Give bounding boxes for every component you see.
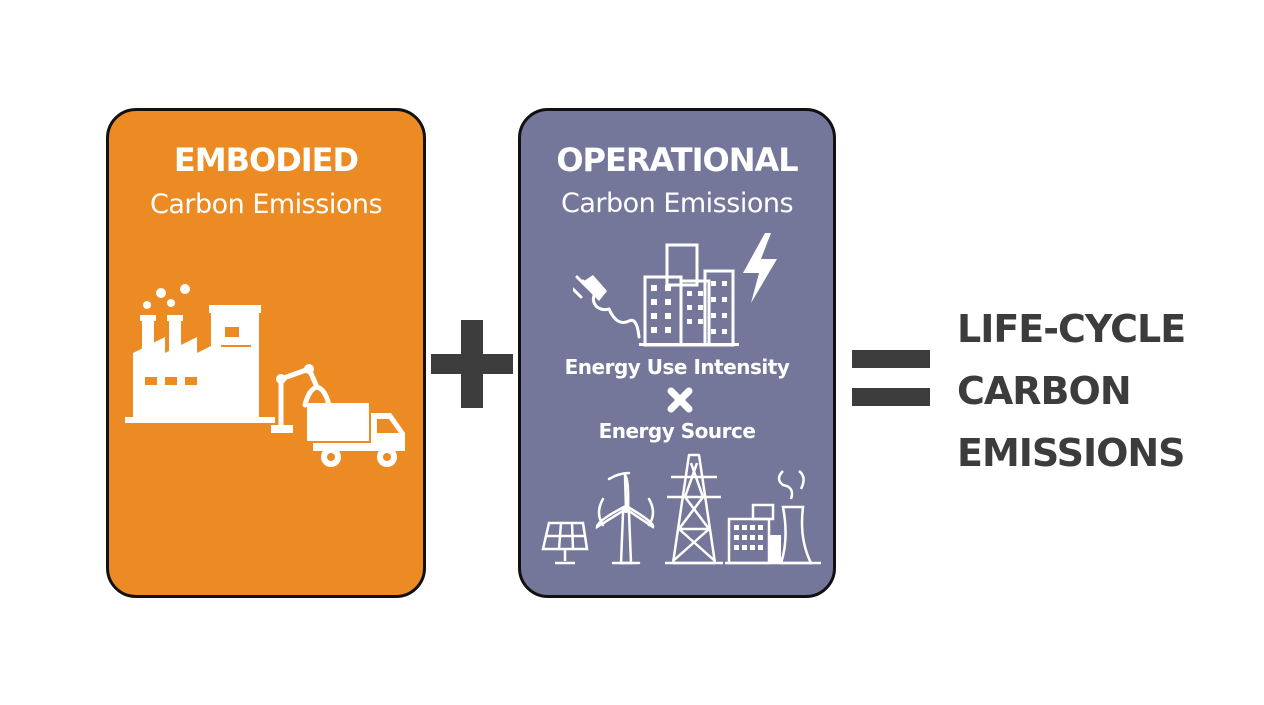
energy-use-intensity-label: Energy Use Intensity — [564, 355, 790, 379]
lightning-icon — [743, 233, 777, 303]
plus-icon — [431, 320, 513, 408]
result-line-2: CARBON — [957, 369, 1132, 413]
life-cycle-carbon-emissions-label: LIFE-CYCLE CARBON EMISSIONS — [957, 298, 1186, 484]
operational-title: OPERATIONAL — [556, 141, 798, 179]
operational-card: OPERATIONAL Carbon Emissions — [518, 108, 836, 598]
transmission-tower-icon — [665, 453, 723, 565]
buildings-icon — [639, 243, 739, 347]
embodied-title: EMBODIED — [173, 141, 359, 179]
operational-subtitle: Carbon Emissions — [560, 188, 794, 219]
result-line-3: EMISSIONS — [957, 431, 1186, 475]
plug-icon — [573, 275, 641, 339]
wind-turbine-icon — [595, 471, 655, 565]
factory-icon — [125, 284, 275, 423]
equals-icon — [852, 350, 930, 406]
multiply-icon — [667, 387, 693, 413]
energy-source-label: Energy Source — [598, 419, 756, 443]
robot-arm-icon — [271, 364, 332, 433]
power-plant-icon — [725, 470, 821, 565]
solar-panel-icon — [541, 521, 589, 565]
result-line-1: LIFE-CYCLE — [957, 307, 1186, 351]
embodied-subtitle: Carbon Emissions — [149, 189, 383, 220]
truck-icon — [307, 403, 405, 467]
embodied-card: EMBODIED Carbon Emissions — [106, 108, 426, 598]
